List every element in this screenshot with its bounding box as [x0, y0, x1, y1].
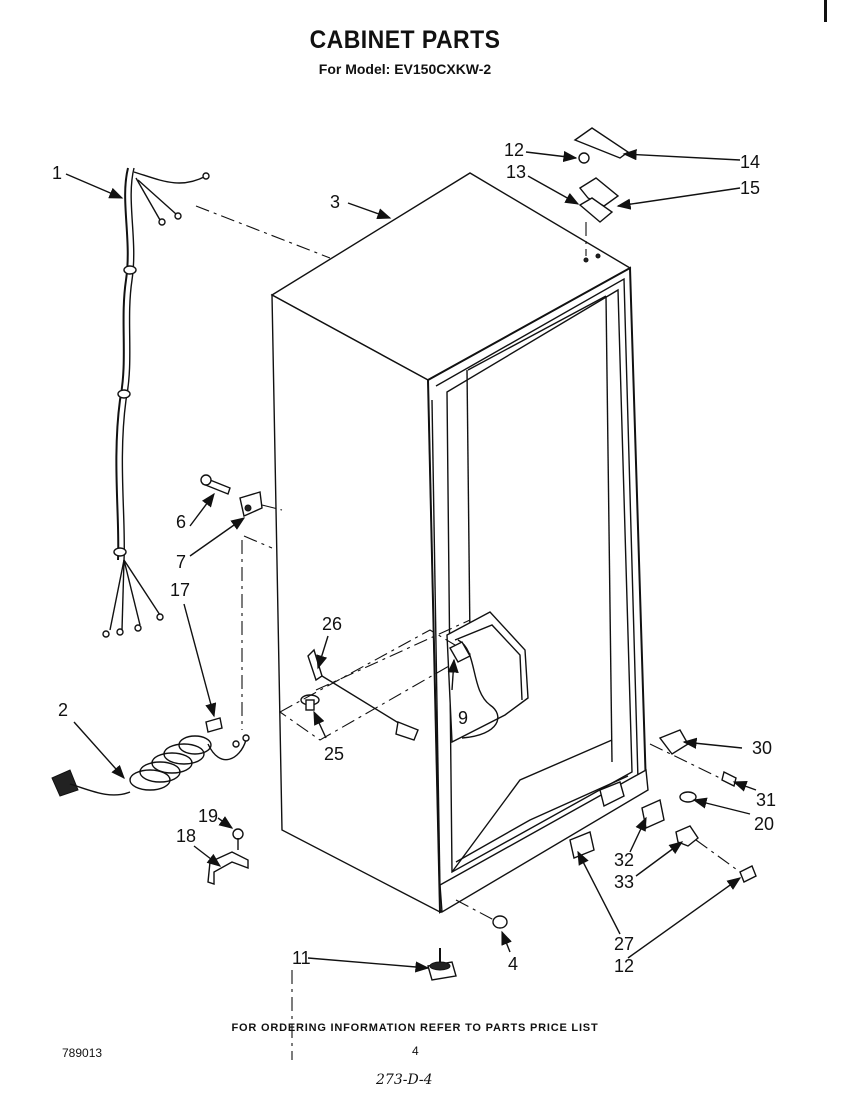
callout-17: 17 — [170, 580, 190, 600]
top-hinge — [573, 127, 630, 263]
machine-compartment — [446, 611, 529, 744]
callout-7: 7 — [176, 552, 186, 572]
cabinet-base-plinth — [439, 768, 649, 914]
callout-30: 30 — [752, 738, 772, 758]
ordering-note: FOR ORDERING INFORMATION REFER TO PARTS … — [231, 1022, 599, 1034]
callout-12-top: 12 — [504, 140, 524, 160]
model-subtitle: For Model: EV150CXKW-2 — [318, 61, 492, 77]
callout-26: 26 — [322, 614, 342, 634]
callout-33: 33 — [614, 872, 634, 892]
callout-14: 14 — [740, 152, 760, 172]
callout-1: 1 — [52, 163, 62, 183]
callout-arrows — [65, 149, 757, 973]
corner-mark — [824, 0, 827, 22]
callout-27: 27 — [614, 934, 634, 954]
drain-parts — [278, 629, 472, 741]
callout-4: 4 — [508, 954, 518, 974]
page-number: 4 — [412, 1044, 419, 1058]
service-cord — [51, 734, 250, 797]
callout-15: 15 — [740, 178, 760, 198]
callout-12-bottom: 12 — [614, 956, 634, 976]
wiring-harness — [102, 167, 210, 638]
document-number: 789013 — [62, 1046, 103, 1060]
callout-13: 13 — [506, 162, 526, 182]
leveling-leg — [291, 948, 457, 1060]
callout-3: 3 — [330, 192, 340, 212]
cord-clip — [205, 535, 273, 733]
callout-25: 25 — [324, 744, 344, 764]
leg-cap — [455, 899, 508, 929]
callout-20: 20 — [754, 814, 774, 834]
leader-lines — [195, 205, 471, 691]
bottom-hinge — [569, 729, 757, 883]
cabinet-door-opening — [446, 288, 633, 874]
callout-6: 6 — [176, 512, 186, 532]
callout-11: 11 — [292, 948, 311, 968]
cabinet-front-frame — [426, 266, 648, 914]
cabinet-body — [270, 172, 649, 914]
callout-18: 18 — [176, 826, 196, 846]
clamp-assembly — [200, 474, 263, 517]
cabinet-left-side — [271, 293, 441, 914]
callout-31: 31 — [756, 790, 776, 810]
callout-labels: 1 2 3 4 6 7 9 11 12 12 13 14 15 17 18 19… — [52, 140, 776, 976]
callout-9: 9 — [458, 708, 468, 728]
callout-19: 19 — [198, 806, 218, 826]
page-title: CABINET PARTS — [309, 26, 501, 54]
callout-2: 2 — [58, 700, 68, 720]
callout-32: 32 — [614, 850, 634, 870]
handwritten-note: 273-D-4 — [376, 1072, 433, 1088]
bracket-18 — [207, 828, 249, 885]
